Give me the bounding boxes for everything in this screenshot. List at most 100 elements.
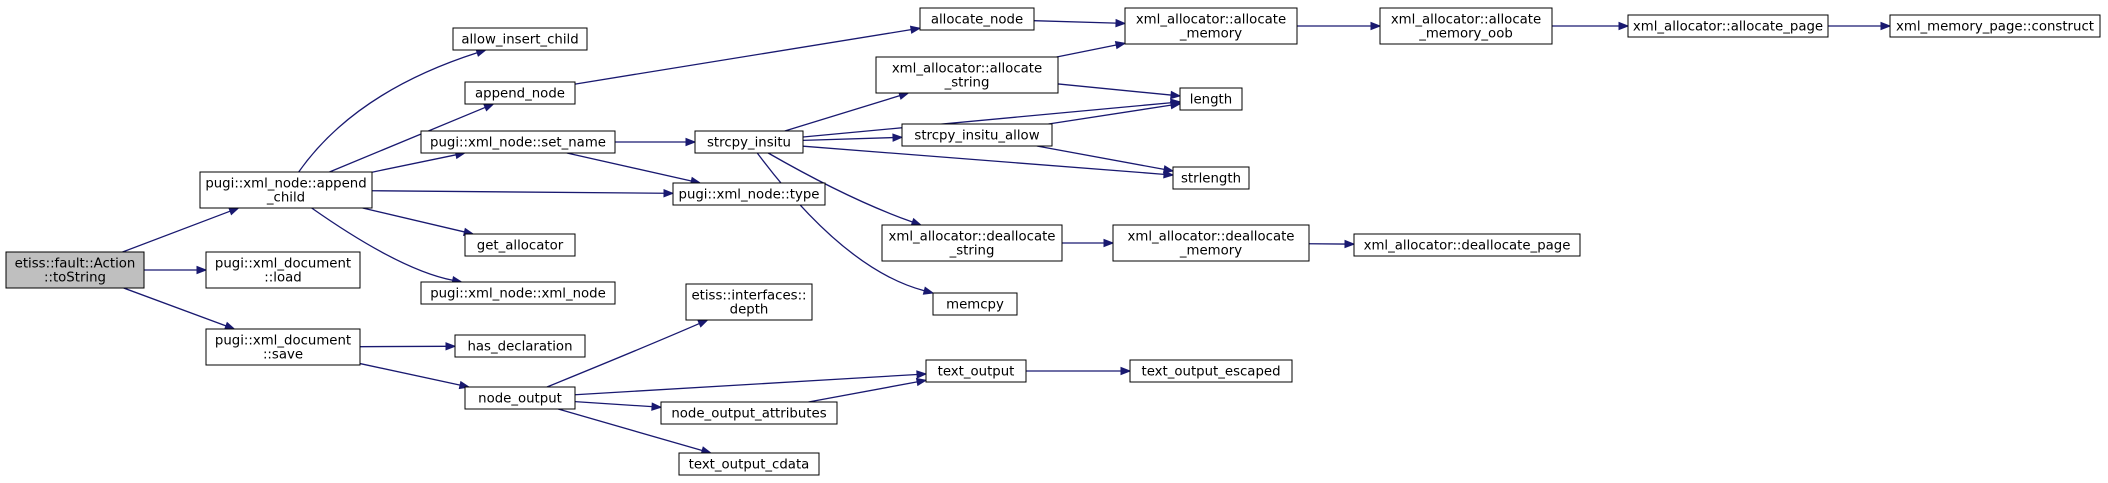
arrowhead-icon [1103,238,1115,248]
node-label: strlength [1181,172,1241,187]
function-node[interactable]: node_output_attributes [660,401,838,425]
node-label: length [1190,93,1232,108]
node-label: ::toString [44,271,106,286]
node-box [875,56,1059,94]
nodes-layer: etiss::fault::Action::toStringpugi::xml_… [5,7,2101,476]
call-edge-n13-to-n12 [784,91,910,132]
function-node[interactable]: xml_allocator::allocate_memory [1124,7,1298,45]
node-label: pugi::xml_node::xml_node [430,287,606,302]
node-label: _memory [1179,244,1242,259]
function-node[interactable]: etiss::interfaces::depth [685,283,813,321]
node-label: xml_memory_page::construct [1896,20,2094,35]
edge-line [574,373,918,396]
function-node[interactable]: xml_allocator::deallocate_page [1353,233,1581,257]
function-node[interactable]: allow_insert_child [452,27,588,51]
node-box [1627,14,1829,38]
function-node[interactable]: allocate_node [919,7,1035,31]
node-label: xml_allocator::deallocate_page [1364,239,1571,254]
arrowhead-icon [445,342,457,351]
node-label: pugi::xml_document [215,334,351,349]
function-node[interactable]: pugi::xml_node::type [672,182,826,206]
function-node[interactable]: memcpy [932,292,1018,316]
node-box [1124,7,1298,45]
call-edge-n0-to-n2 [144,265,208,275]
arrowhead-icon [922,286,935,295]
edge-line [311,207,453,281]
function-node[interactable]: pugi::xml_node::xml_node [420,281,616,305]
function-node[interactable]: append_node [464,81,576,105]
call-edge-n6-to-n14 [566,152,702,186]
node-box [464,386,576,410]
function-node[interactable]: xml_allocator::deallocate_string [881,224,1063,262]
function-node[interactable]: node_output [464,386,576,410]
call-edge-n1-to-n14 [371,189,675,198]
call-edge-n21-to-n20 [1048,101,1182,125]
call-edge-n13-to-n24 [756,152,935,295]
node-label: get_allocator [477,239,564,254]
arrowhead-icon [1169,101,1182,110]
node-box [420,130,616,154]
function-node[interactable]: pugi::xml_node::append_child [199,171,373,209]
node-box [205,251,361,289]
call-edge-n17-to-n25 [1026,366,1132,376]
node-box [464,81,576,105]
call-edge-n11-to-n19 [1033,18,1127,28]
arrowhead-icon [1618,21,1630,31]
node-label: xml_allocator::deallocate [889,230,1056,245]
call-edge-n12-to-n19 [1056,40,1127,58]
edge-line [359,362,461,386]
function-node[interactable]: xml_allocator::allocate_string [875,56,1059,94]
function-node[interactable]: xml_allocator::allocate_memory_oob [1379,7,1553,45]
function-node[interactable]: strlength [1172,166,1250,190]
edge-line [1057,83,1172,96]
node-box [1172,166,1250,190]
edge-line [574,400,653,408]
node-box [932,292,1018,316]
node-box [199,171,373,209]
function-node[interactable]: pugi::xml_document::save [205,328,361,366]
arrowhead-icon [697,319,709,328]
function-node[interactable]: text_output [925,359,1027,383]
call-edge-n5-to-n11 [574,25,922,85]
node-label: _string [949,244,995,259]
node-label: pugi::xml_node::type [679,188,820,203]
edge-line [784,95,901,132]
call-edge-n1-to-n6 [371,150,467,173]
function-node[interactable]: text_output_escaped [1129,359,1293,383]
node-label: append_node [475,87,565,102]
function-node[interactable]: pugi::xml_document::load [205,251,361,289]
node-label: text_output_cdata [689,458,810,473]
node-box [420,281,616,305]
function-node[interactable]: xml_allocator::deallocate_memory [1112,224,1310,262]
edge-line [566,152,692,182]
node-box [1112,224,1310,262]
call-edge-n3-to-n10 [359,362,471,390]
node-label: xml_allocator::deallocate [1128,230,1295,245]
edge-line [557,408,703,452]
function-node[interactable]: length [1179,87,1243,111]
node-label: node_output [478,392,562,407]
call-edge-n13-to-n21 [802,133,904,142]
call-edge-n28-to-n30 [1828,21,1892,31]
node-box [452,27,588,51]
edge-line [329,106,486,173]
arrowhead-icon [483,103,495,112]
arrowhead-icon [916,370,928,379]
arrowhead-icon [663,189,675,198]
function-node[interactable]: has_declaration [454,334,586,358]
function-node[interactable]: text_output_cdata [678,452,820,476]
node-label: xml_allocator::allocate [1136,13,1286,28]
function-node[interactable]: get_allocator [464,233,576,257]
function-node[interactable]: pugi::xml_node::set_name [420,130,616,154]
node-box [1353,233,1581,257]
node-label: text_output [938,365,1015,380]
function-node[interactable]: strcpy_insitu_allow [901,123,1053,147]
root-node: etiss::fault::Action::toString [5,251,145,289]
function-node[interactable]: xml_memory_page::construct [1889,14,2101,38]
function-node[interactable]: xml_allocator::allocate_page [1627,14,1829,38]
edge-line [546,322,700,388]
node-label: _memory_oob [1418,27,1513,42]
function-node[interactable]: strcpy_insitu [694,130,804,154]
node-box [205,328,361,366]
